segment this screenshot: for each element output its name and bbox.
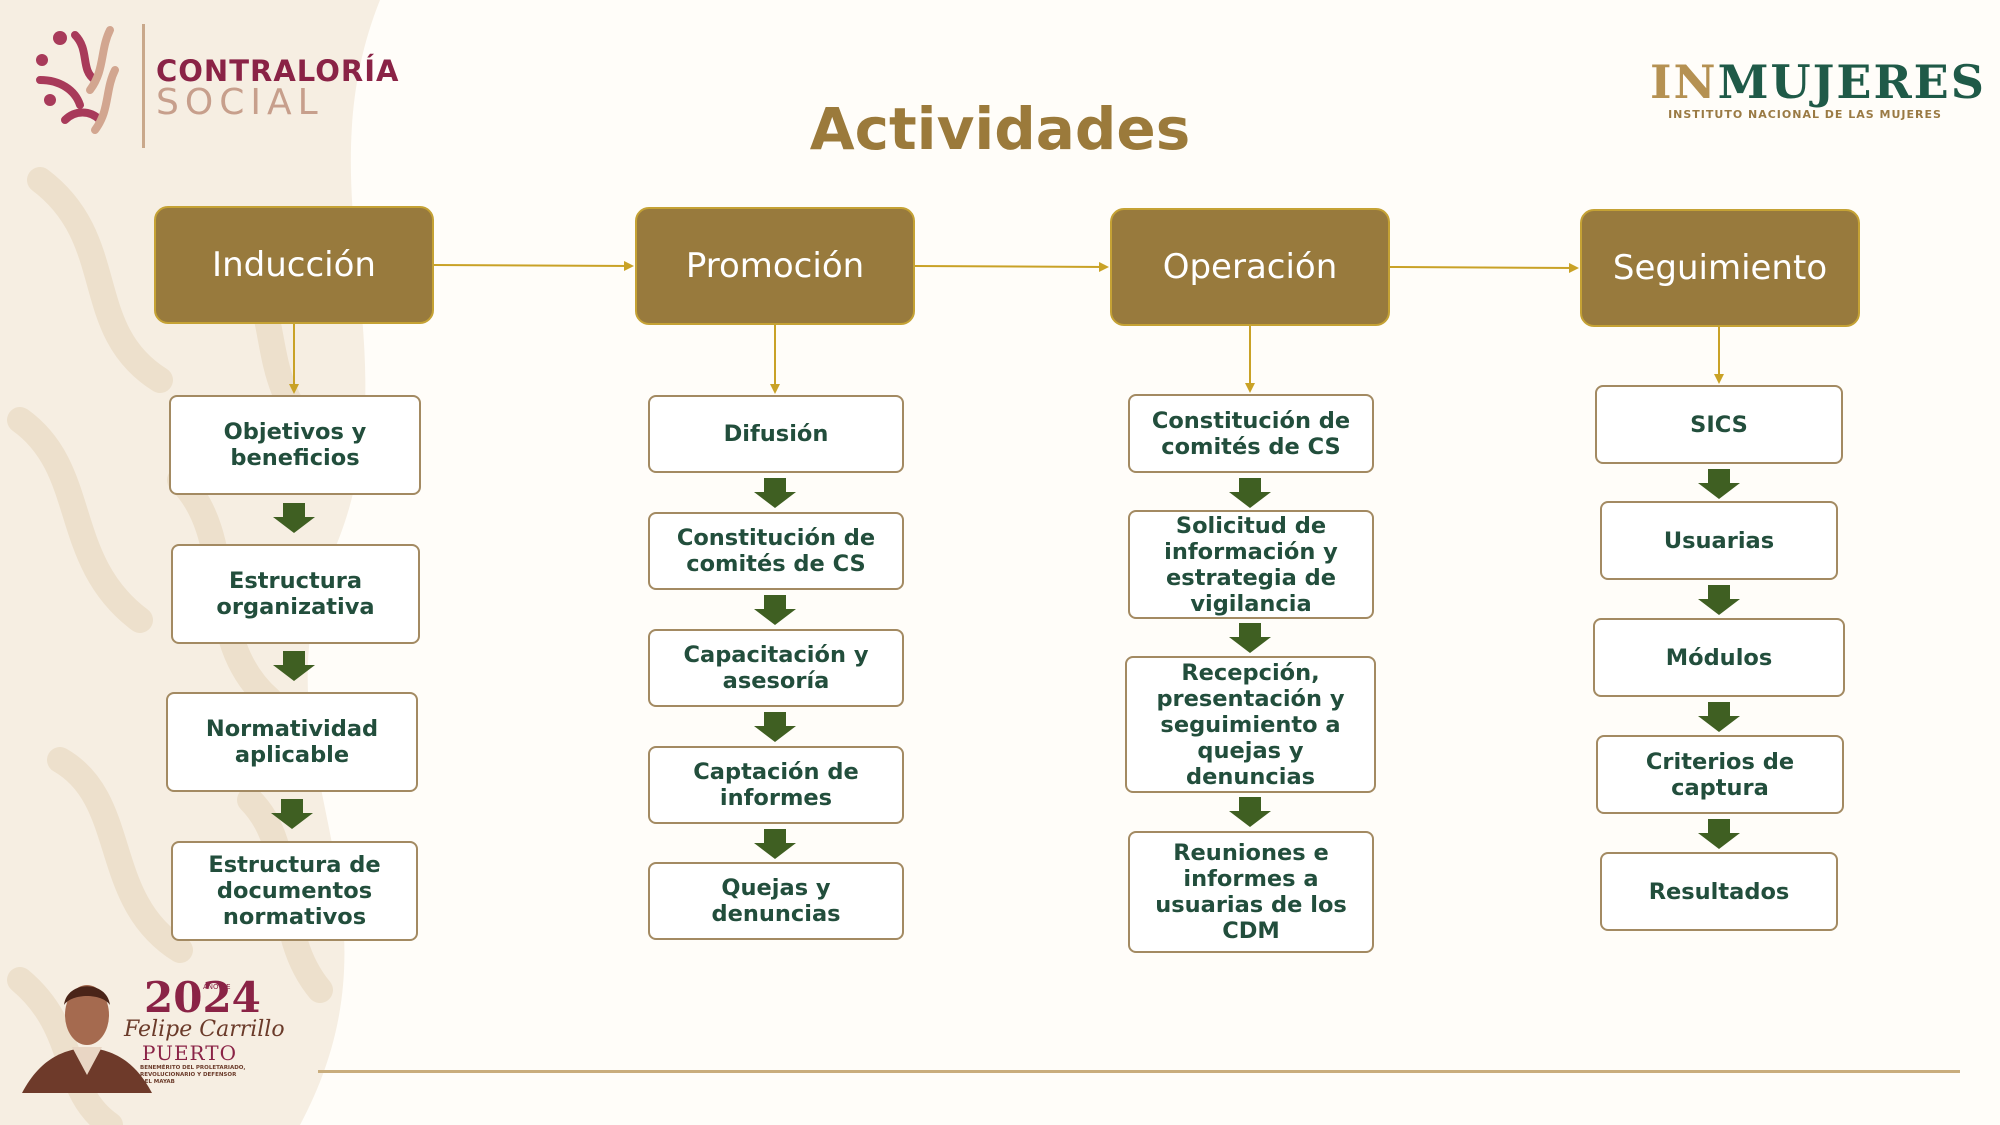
down-arrow-operacion-1 <box>1229 478 1271 508</box>
step-recepcion-quejas: Recepción, presentación y seguimiento a … <box>1125 656 1376 793</box>
connector-promocion-operacion <box>914 261 1109 272</box>
down-arrow-promocion-2 <box>754 595 796 625</box>
step-resultados: Resultados <box>1600 852 1838 931</box>
org-name-line2: SOCIAL <box>156 82 324 123</box>
phase-promocion: Promoción <box>635 207 915 325</box>
down-arrow-seguimiento-4 <box>1698 819 1740 849</box>
inmujeres-subtitle: INSTITUTO NACIONAL DE LAS MUJERES <box>1668 108 1942 121</box>
inmujeres-wordmark: INMUJERES <box>1650 55 1986 109</box>
connector-induccion-promocion <box>433 260 634 271</box>
down-arrow-seguimiento-2 <box>1698 585 1740 615</box>
step-objetivos-beneficios: Objetivos y beneficios <box>169 395 421 495</box>
felipe-carrillo-puerto-2024-logo: 2024 AÑO DE Felipe Carrillo PUERTO BENEM… <box>22 973 285 1095</box>
down-arrow-promocion-1 <box>754 478 796 508</box>
step-solicitud-informacion: Solicitud de información y estrategia de… <box>1128 510 1374 619</box>
name-line2: PUERTO <box>142 1041 238 1065</box>
contraloria-social-logo: CONTRALORÍA SOCIAL <box>20 10 420 148</box>
step-capacitacion-asesoria: Capacitación y asesoría <box>648 629 904 707</box>
step-captacion-informes: Captación de informes <box>648 746 904 824</box>
step-criterios-captura: Criterios de captura <box>1596 735 1844 814</box>
contraloria-social-emblem-icon <box>36 26 119 134</box>
down-arrow-promocion-3 <box>754 712 796 742</box>
portrait-icon <box>22 985 152 1093</box>
phase-operacion: Operación <box>1110 208 1390 326</box>
down-arrow-induccion-2 <box>273 651 315 681</box>
year-prefix: AÑO DE <box>203 983 231 991</box>
down-arrow-operacion-3 <box>1229 797 1271 827</box>
page-title: Actividades <box>809 95 1191 163</box>
step-quejas-denuncias: Quejas y denuncias <box>648 862 904 940</box>
step-estructura-documentos: Estructura de documentos normativos <box>171 841 418 941</box>
org-name-line1: CONTRALORÍA <box>156 54 400 88</box>
name-line1: Felipe Carrillo <box>124 1017 285 1042</box>
step-constitucion-comites-operacion: Constitución de comités de CS <box>1128 394 1374 473</box>
footer-divider <box>318 1070 1960 1073</box>
step-normatividad-aplicable: Normatividad aplicable <box>166 692 418 792</box>
down-arrow-operacion-2 <box>1229 623 1271 653</box>
year-2024: 2024 <box>144 973 261 1022</box>
down-arrow-induccion-1 <box>273 503 315 533</box>
step-sics: SICS <box>1595 385 1843 464</box>
step-modulos: Módulos <box>1593 618 1845 697</box>
step-estructura-organizativa: Estructura organizativa <box>171 544 420 644</box>
step-constitucion-comites-promocion: Constitución de comités de CS <box>648 512 904 590</box>
down-arrow-induccion-3 <box>271 799 313 829</box>
inmujeres-logo: INMUJERES INSTITUTO NACIONAL DE LAS MUJE… <box>1650 55 1986 126</box>
phase-induccion: Inducción <box>154 206 434 324</box>
down-arrow-promocion-4 <box>754 829 796 859</box>
motto: BENEMÉRITO DEL PROLETARIADO, REVOLUCIONA… <box>140 1065 246 1085</box>
step-reuniones-informes: Reuniones e informes a usuarias de los C… <box>1128 831 1374 953</box>
down-arrow-seguimiento-3 <box>1698 702 1740 732</box>
step-difusion: Difusión <box>648 395 904 473</box>
connector-operacion-seguimiento <box>1389 262 1579 273</box>
logo-divider <box>142 24 145 148</box>
phase-seguimiento: Seguimiento <box>1580 209 1860 327</box>
step-usuarias: Usuarias <box>1600 501 1838 580</box>
down-arrow-seguimiento-1 <box>1698 469 1740 499</box>
